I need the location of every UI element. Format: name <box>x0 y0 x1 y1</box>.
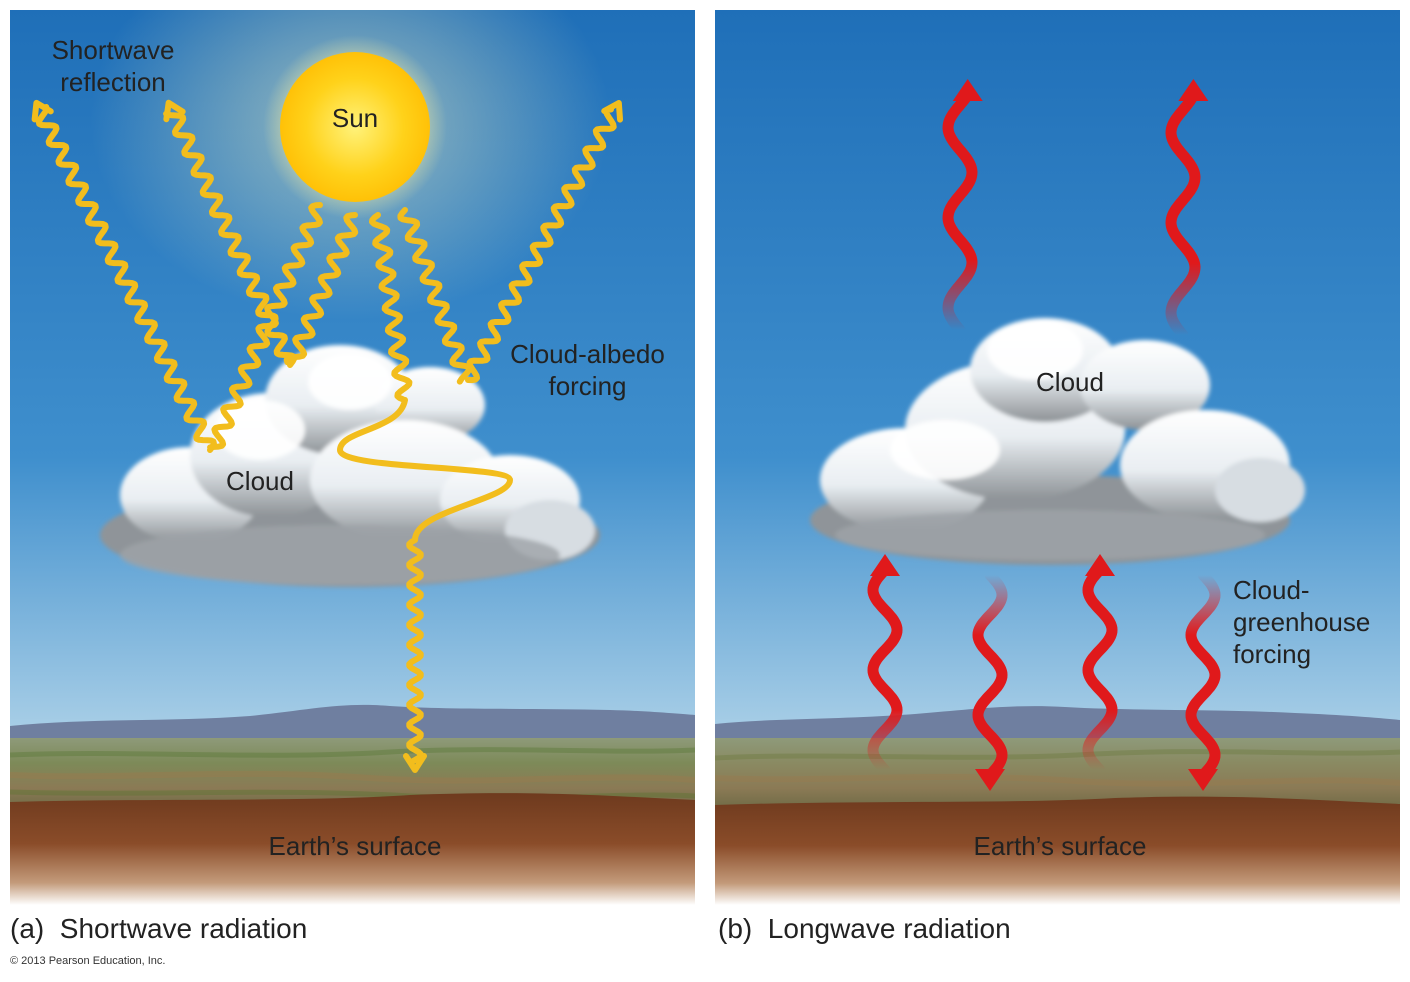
shortwave-reflection-label: Shortwave reflection <box>38 34 188 98</box>
incoming-ray-far-left-down <box>207 202 323 451</box>
cloud-greenhouse-line1: Cloud- <box>1233 575 1310 605</box>
copyright-notice: © 2013 Pearson Education, Inc. <box>10 955 166 967</box>
caption-b-letter: (b) <box>718 913 753 944</box>
longwave-arrowheads <box>870 79 1218 791</box>
earth-soil <box>715 796 1400 905</box>
longwave-arrowhead <box>1188 769 1218 791</box>
cloud-greenhouse-forcing-label: Cloud- greenhouse forcing <box>1233 574 1398 670</box>
surface-emission-ray-1 <box>867 564 903 776</box>
caption-a-text: Shortwave radiation <box>59 913 308 944</box>
longwave-arrowhead <box>1178 79 1209 101</box>
longwave-scene <box>715 10 1400 905</box>
reflected-ray-left-up <box>163 110 298 368</box>
shortwave-arrowhead <box>31 99 54 123</box>
shortwave-panel: Shortwave reflection Sun Cloud-albedo fo… <box>10 10 695 905</box>
shortwave-arrowhead <box>403 753 427 773</box>
grassland-texture <box>10 747 695 801</box>
cloud-albedo-line1: Cloud-albedo <box>510 339 665 369</box>
sun-label: Sun <box>331 103 379 133</box>
longwave-arrowhead <box>975 769 1005 791</box>
shortwave-scene <box>10 10 695 905</box>
cloud-back-radiation-ray-2 <box>1185 569 1221 781</box>
cloud-greenhouse-line3: forcing <box>1233 639 1312 669</box>
earth-surface-label: Earth’s surface <box>973 831 1147 861</box>
longwave-arrowhead <box>952 79 983 101</box>
outgoing-ray-right <box>1165 89 1201 341</box>
grassland <box>715 738 1400 810</box>
longwave-rays <box>867 89 1221 781</box>
incoming-ray-right-down <box>397 207 473 385</box>
earth-surface-label: Earth’s surface <box>268 831 442 861</box>
caption-a-letter: (a) <box>10 913 45 944</box>
cloud-albedo-line2: forcing <box>548 371 627 401</box>
transmitted-ray-down <box>369 212 413 403</box>
earth-soil <box>10 793 695 905</box>
cloud-back-radiation-ray-1 <box>972 569 1008 781</box>
shortwave-arrowhead <box>601 99 624 123</box>
grassland-texture <box>715 749 1400 787</box>
cloud <box>100 345 600 587</box>
cloud <box>810 318 1305 565</box>
cloud-label: Cloud <box>1036 367 1104 397</box>
cloud-label: Cloud <box>226 466 294 496</box>
caption-b: (b) Longwave radiation <box>718 913 1011 945</box>
outgoing-ray-left <box>942 90 978 336</box>
surface-emission-ray-2 <box>1082 564 1118 776</box>
reflected-ray-far-left-up <box>35 104 217 453</box>
distant-hills <box>10 704 695 745</box>
shortwave-rays <box>31 99 624 773</box>
shortwave-reflection-line1: Shortwave <box>51 35 175 65</box>
shortwave-arrowhead <box>163 99 186 123</box>
longwave-arrowhead <box>1085 554 1115 576</box>
longwave-panel: Cloud Cloud- greenhouse forcing Earth’s … <box>715 10 1400 905</box>
sun <box>280 52 430 202</box>
longwave-arrowhead <box>870 554 900 576</box>
incoming-ray-left-down <box>283 212 359 366</box>
shortwave-reflection-line2: reflection <box>60 67 166 97</box>
caption-a: (a) Shortwave radiation <box>10 913 307 945</box>
transmitted-ray-to-surface <box>406 537 424 765</box>
caption-b-text: Longwave radiation <box>767 913 1011 944</box>
cloud-greenhouse-line2: greenhouse <box>1233 607 1371 637</box>
reflected-ray-right-up <box>465 106 617 384</box>
cloud-albedo-forcing-label: Cloud-albedo forcing <box>495 338 680 402</box>
scattered-ray-zigzag <box>337 397 513 543</box>
